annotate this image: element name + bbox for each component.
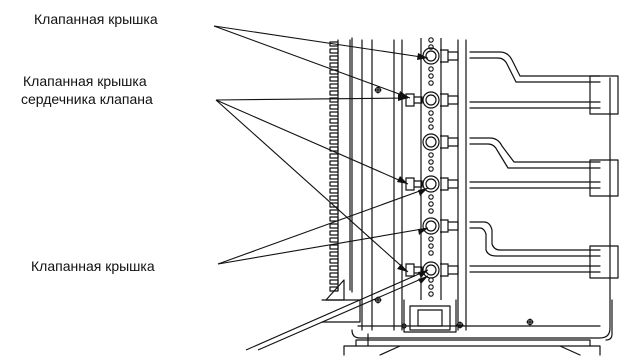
mounting-hole (428, 284, 434, 290)
mounting-hole (428, 37, 434, 43)
mounting-hole (428, 152, 434, 158)
mounting-hole (428, 194, 434, 200)
mounting-hole (428, 208, 434, 214)
cooling-fin (329, 265, 339, 271)
unit-base (343, 299, 613, 356)
service-valve (422, 133, 459, 151)
mounting-hole (428, 66, 434, 72)
mounting-hole (428, 110, 434, 116)
cooling-fin (329, 223, 339, 229)
cooling-fin (329, 272, 339, 278)
service-valve (405, 91, 459, 109)
mounting-hole (428, 250, 434, 256)
mounting-hole (428, 277, 434, 283)
pipe-outlet-boxes (589, 75, 619, 279)
cooling-fin (329, 230, 339, 236)
service-valve (405, 261, 459, 279)
mounting-hole (428, 80, 434, 86)
mounting-hole (428, 166, 434, 172)
cooling-fin (329, 167, 339, 173)
mounting-hole (428, 44, 434, 50)
cooling-fin (329, 55, 339, 61)
cooling-fin (329, 181, 339, 187)
label-valve-cap-bottom: Клапанная крышка (31, 258, 155, 274)
refrigerant-pipes (469, 51, 601, 273)
cooling-fins (329, 41, 339, 292)
cooling-fin (329, 160, 339, 166)
cooling-fin (329, 244, 339, 250)
mounting-hole (428, 243, 434, 249)
cooling-fin (329, 216, 339, 222)
cooling-fin (329, 286, 339, 292)
cooling-fin (329, 237, 339, 243)
service-valve (405, 175, 459, 193)
cooling-fin (329, 188, 339, 194)
cooling-fin (329, 279, 339, 285)
label-valve-cap-top: Клапанная крышка (34, 11, 158, 27)
unit-body (351, 77, 611, 339)
cooling-fin (329, 125, 339, 131)
cooling-fin (329, 83, 339, 89)
mounting-hole (428, 124, 434, 130)
cooling-fin (329, 251, 339, 257)
cooling-fin (329, 111, 339, 117)
label-valve-core-cap-line1: Клапанная крышка (23, 73, 147, 89)
mounting-hole (428, 159, 434, 165)
cooling-fin (329, 118, 339, 124)
cooling-fin (329, 132, 339, 138)
cooling-fin (329, 62, 339, 68)
mounting-hole (428, 291, 434, 297)
cooling-fin (329, 195, 339, 201)
valve-rail (420, 38, 442, 300)
label-valve-core-cap-line2: сердечника клапана (21, 91, 153, 107)
cooling-fin (329, 139, 339, 145)
cooling-fin (329, 76, 339, 82)
leader-lines (213, 25, 429, 351)
service-valves (405, 37, 459, 300)
mounting-hole (428, 73, 434, 79)
mounting-hole (428, 236, 434, 242)
cooling-fin (329, 209, 339, 215)
cooling-fin (329, 48, 339, 54)
service-valve (422, 217, 459, 235)
leader-arrowheads (397, 53, 428, 284)
mounting-hole (428, 117, 434, 123)
cooling-fin (329, 174, 339, 180)
cooling-fin (329, 104, 339, 110)
cooling-fin (329, 153, 339, 159)
cooling-fin (329, 90, 339, 96)
screws (374, 86, 534, 329)
mounting-hole (428, 201, 434, 207)
cooling-fin (329, 258, 339, 264)
